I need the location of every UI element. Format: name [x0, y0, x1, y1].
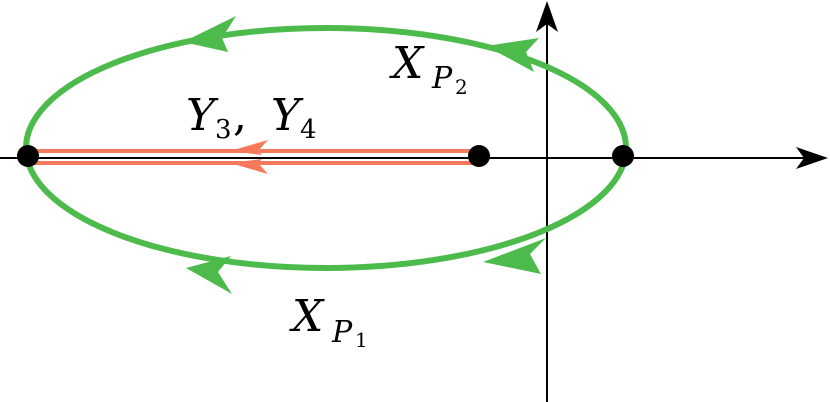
label-y3-main: Y	[186, 90, 219, 141]
label-y34-separator: ,	[233, 90, 247, 141]
label-x-p1-sub-main: P	[331, 315, 353, 350]
ellipse-arrowhead-bottom-left	[186, 256, 232, 294]
green-arrowheads	[183, 16, 546, 294]
orange-segment-arrowhead-upper	[230, 140, 268, 155]
right-branch-point	[612, 145, 634, 167]
horizontal-axis-arrowhead	[796, 147, 828, 169]
label-x-p2-sub-main: P	[431, 61, 453, 96]
label-y4-index: 4	[300, 115, 317, 145]
segment-end-point	[468, 145, 490, 167]
label-x-p2: X P 2	[389, 38, 468, 99]
left-branch-point	[17, 145, 39, 167]
label-x-p1: X P 1	[289, 291, 368, 352]
label-y3-index: 3	[215, 115, 232, 145]
label-x-p1-main: X	[289, 291, 325, 342]
green-contour-ellipse	[23, 25, 629, 271]
vertical-axis-arrowhead	[536, 1, 558, 32]
orange-segment-arrowhead-lower	[230, 159, 268, 174]
label-x-p2-main: X	[389, 38, 425, 89]
orange-segment	[28, 140, 479, 174]
ellipse-arrowhead-top-right	[486, 38, 539, 72]
label-x-p1-sub-index: 1	[355, 328, 368, 352]
ellipse-arrowhead-bottom-right	[483, 238, 546, 274]
points	[17, 145, 634, 167]
label-y3-y4: Y 3 , Y 4	[186, 90, 317, 145]
ellipse-arrowhead-top-left	[183, 16, 236, 52]
label-y4-main: Y	[271, 90, 304, 141]
label-x-p2-sub-index: 2	[455, 75, 468, 99]
